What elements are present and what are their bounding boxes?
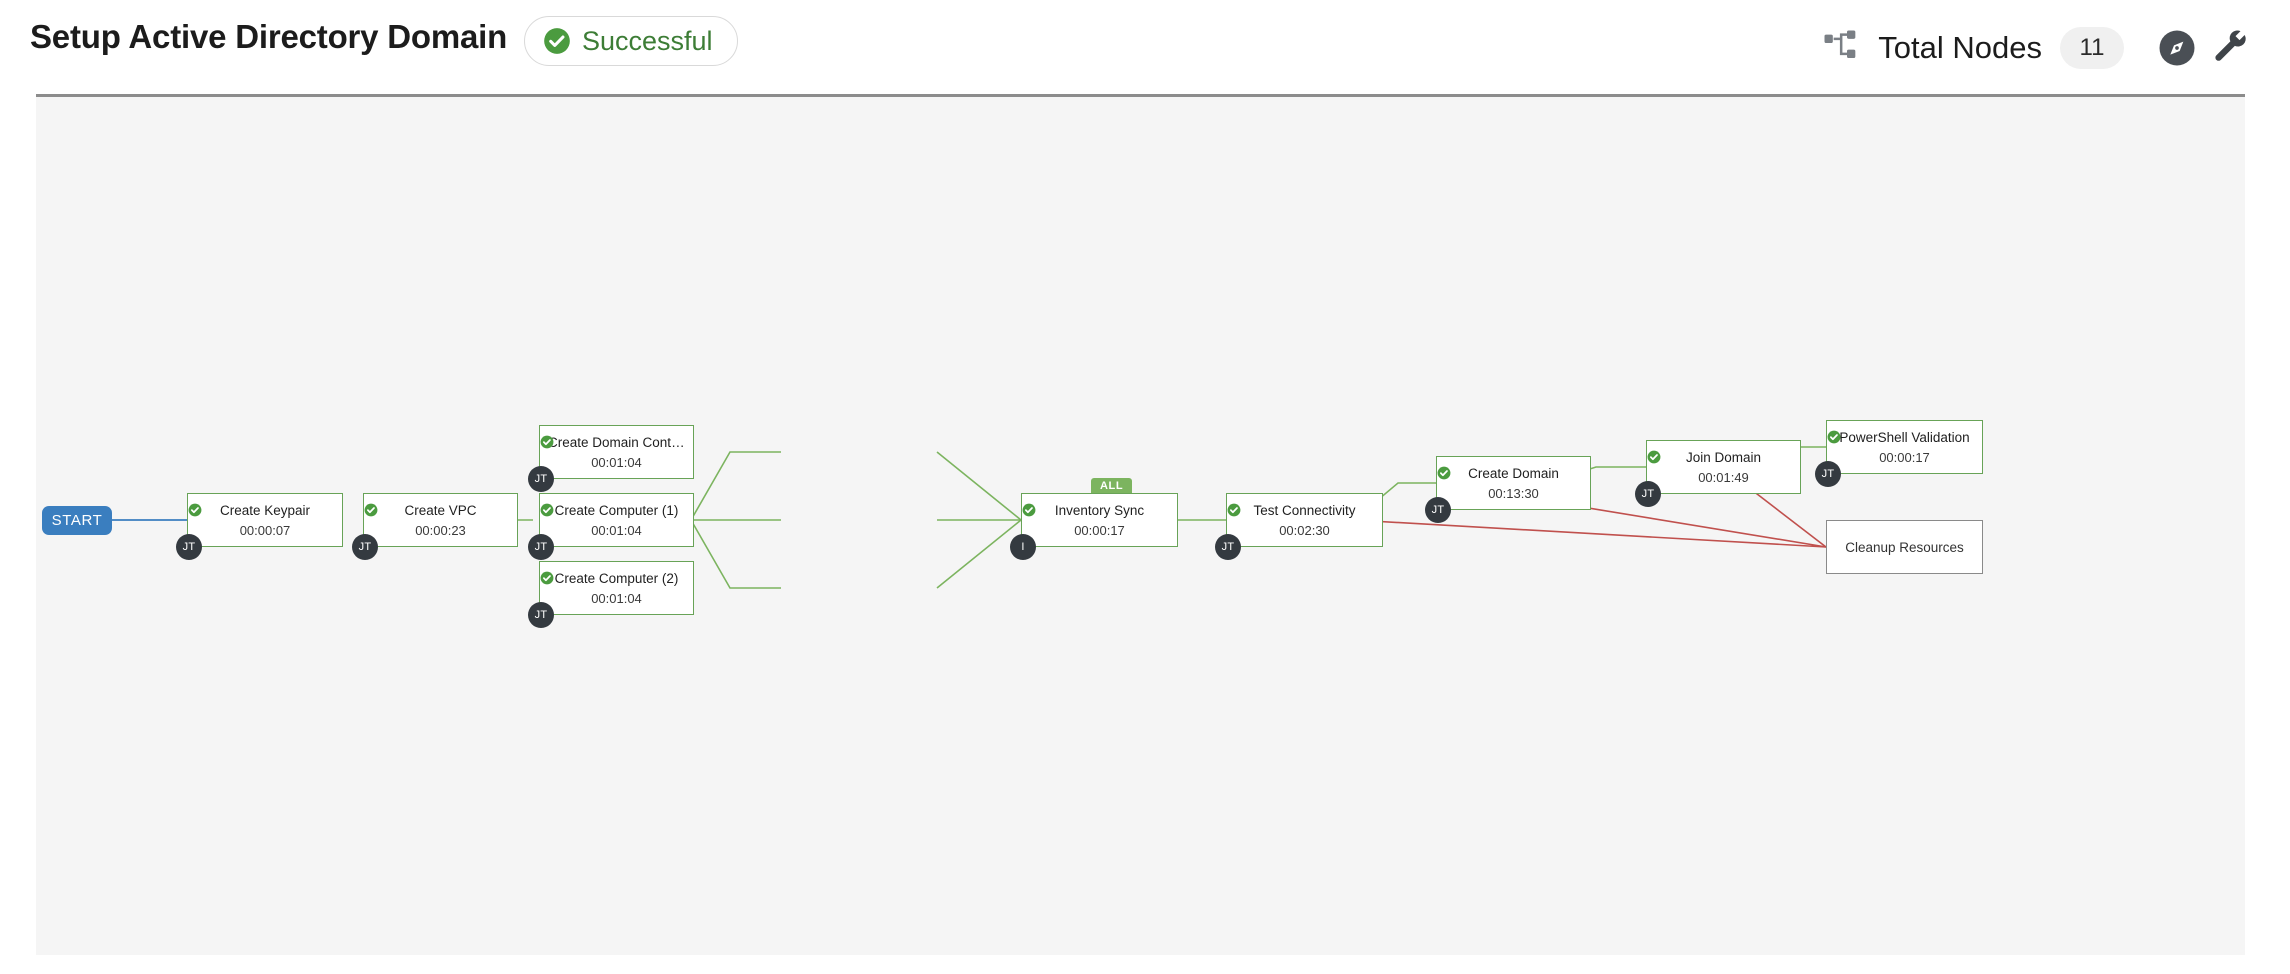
node-label: Create Computer (1) [554, 503, 679, 518]
compass-icon[interactable] [2154, 25, 2200, 71]
avatar[interactable]: JT [1425, 497, 1451, 523]
node-header: Create VPC [364, 503, 517, 518]
node-create-computer-1[interactable]: Create Computer (1) 00:01:04 [539, 493, 694, 547]
node-create-computer-2[interactable]: Create Computer (2) 00:01:04 [539, 561, 694, 615]
node-header: Join Domain [1647, 450, 1800, 465]
avatar[interactable]: JT [1635, 481, 1661, 507]
node-duration: 00:00:17 [1074, 523, 1125, 538]
node-label: Test Connectivity [1253, 503, 1356, 518]
avatar[interactable]: JT [528, 534, 554, 560]
check-circle-icon [540, 571, 554, 585]
hierarchy-icon [1824, 30, 1856, 58]
node-create-domain[interactable]: Create Domain 00:13:30 [1436, 456, 1591, 510]
wrench-icon[interactable] [2208, 25, 2254, 71]
node-create-domain-controller[interactable]: Create Domain Contr... 00:01:04 [539, 425, 694, 479]
check-circle-icon [188, 503, 202, 517]
node-label: Inventory Sync [1054, 503, 1145, 518]
check-circle-icon [544, 28, 570, 54]
edge-dc-to-inv [936, 451, 1022, 521]
node-duration: 00:01:04 [591, 523, 642, 538]
total-nodes-count: 11 [2060, 27, 2124, 69]
node-header: Inventory Sync [1022, 503, 1177, 518]
avatar[interactable]: JT [1815, 461, 1841, 487]
edge-vpc-to-comp2 [690, 519, 781, 589]
node-label: Create VPC [404, 503, 477, 518]
convergence-badge-all: ALL [1091, 478, 1133, 494]
node-create-vpc[interactable]: Create VPC 00:00:23 [363, 493, 518, 547]
node-duration: 00:00:17 [1879, 450, 1930, 465]
edge-comp2-to-inv [936, 519, 1022, 589]
start-node[interactable]: START [42, 506, 112, 535]
node-duration: 00:01:49 [1698, 470, 1749, 485]
avatar[interactable]: JT [528, 602, 554, 628]
node-label: Cleanup Resources [1845, 539, 1964, 555]
check-circle-icon [1022, 503, 1036, 517]
node-label: Join Domain [1685, 450, 1762, 465]
node-label: PowerShell Validation [1839, 430, 1970, 445]
status-badge: Successful [524, 16, 738, 66]
check-circle-icon [1647, 450, 1661, 464]
node-create-keypair[interactable]: Create Keypair 00:00:07 [187, 493, 343, 547]
node-test-connectivity[interactable]: Test Connectivity 00:02:30 [1226, 493, 1383, 547]
node-duration: 00:02:30 [1279, 523, 1330, 538]
status-label: Successful [582, 25, 713, 56]
node-cleanup-resources[interactable]: Cleanup Resources [1826, 520, 1983, 574]
node-header: Create Domain Contr... [540, 435, 693, 450]
page-header: Setup Active Directory Domain Successful… [0, 0, 2290, 97]
edge-testconn-to-cleanup [1353, 519, 1827, 548]
node-label: Create Domain Contr... [548, 435, 685, 450]
node-inventory-sync[interactable]: Inventory Sync 00:00:17 [1021, 493, 1178, 547]
check-circle-icon [1227, 503, 1241, 517]
node-header: Test Connectivity [1227, 503, 1382, 518]
page-title: Setup Active Directory Domain [30, 18, 508, 55]
header-divider [36, 94, 2245, 97]
check-circle-icon [1437, 466, 1451, 480]
avatar[interactable]: JT [352, 534, 378, 560]
node-duration: 00:13:30 [1488, 486, 1539, 501]
check-circle-icon [1827, 430, 1841, 444]
avatar[interactable]: JT [528, 466, 554, 492]
node-header: PowerShell Validation [1827, 430, 1982, 445]
node-header: Create Domain [1437, 466, 1590, 481]
edge-vpc-to-dc [690, 451, 781, 521]
node-duration: 00:01:04 [591, 591, 642, 606]
node-label: Create Keypair [219, 503, 311, 518]
node-duration: 00:00:07 [239, 523, 291, 538]
avatar[interactable]: JT [1215, 534, 1241, 560]
avatar[interactable]: I [1010, 534, 1036, 560]
start-node-label: START [51, 512, 103, 529]
node-duration: 00:00:23 [415, 523, 466, 538]
node-header: Create Computer (2) [540, 571, 693, 586]
node-header: Create Keypair [188, 503, 342, 518]
check-circle-icon [540, 435, 554, 449]
node-header: Cleanup Resources [1827, 521, 1982, 573]
node-duration: 00:01:04 [591, 455, 642, 470]
node-label: Create Computer (2) [554, 571, 679, 586]
node-header: Create Computer (1) [540, 503, 693, 518]
header-actions: Total Nodes 11 [1822, 0, 2254, 96]
total-nodes-label: Total Nodes [1878, 30, 2042, 65]
node-join-domain[interactable]: Join Domain 00:01:49 [1646, 440, 1801, 494]
node-label: Create Domain [1468, 466, 1559, 481]
check-circle-icon [364, 503, 378, 517]
check-circle-icon [540, 503, 554, 517]
node-powershell-validation[interactable]: PowerShell Validation 00:00:17 [1826, 420, 1983, 474]
avatar[interactable]: JT [176, 534, 202, 560]
workflow-canvas[interactable]: START Create Keypair 00:00:07 JT Create … [36, 97, 2245, 955]
